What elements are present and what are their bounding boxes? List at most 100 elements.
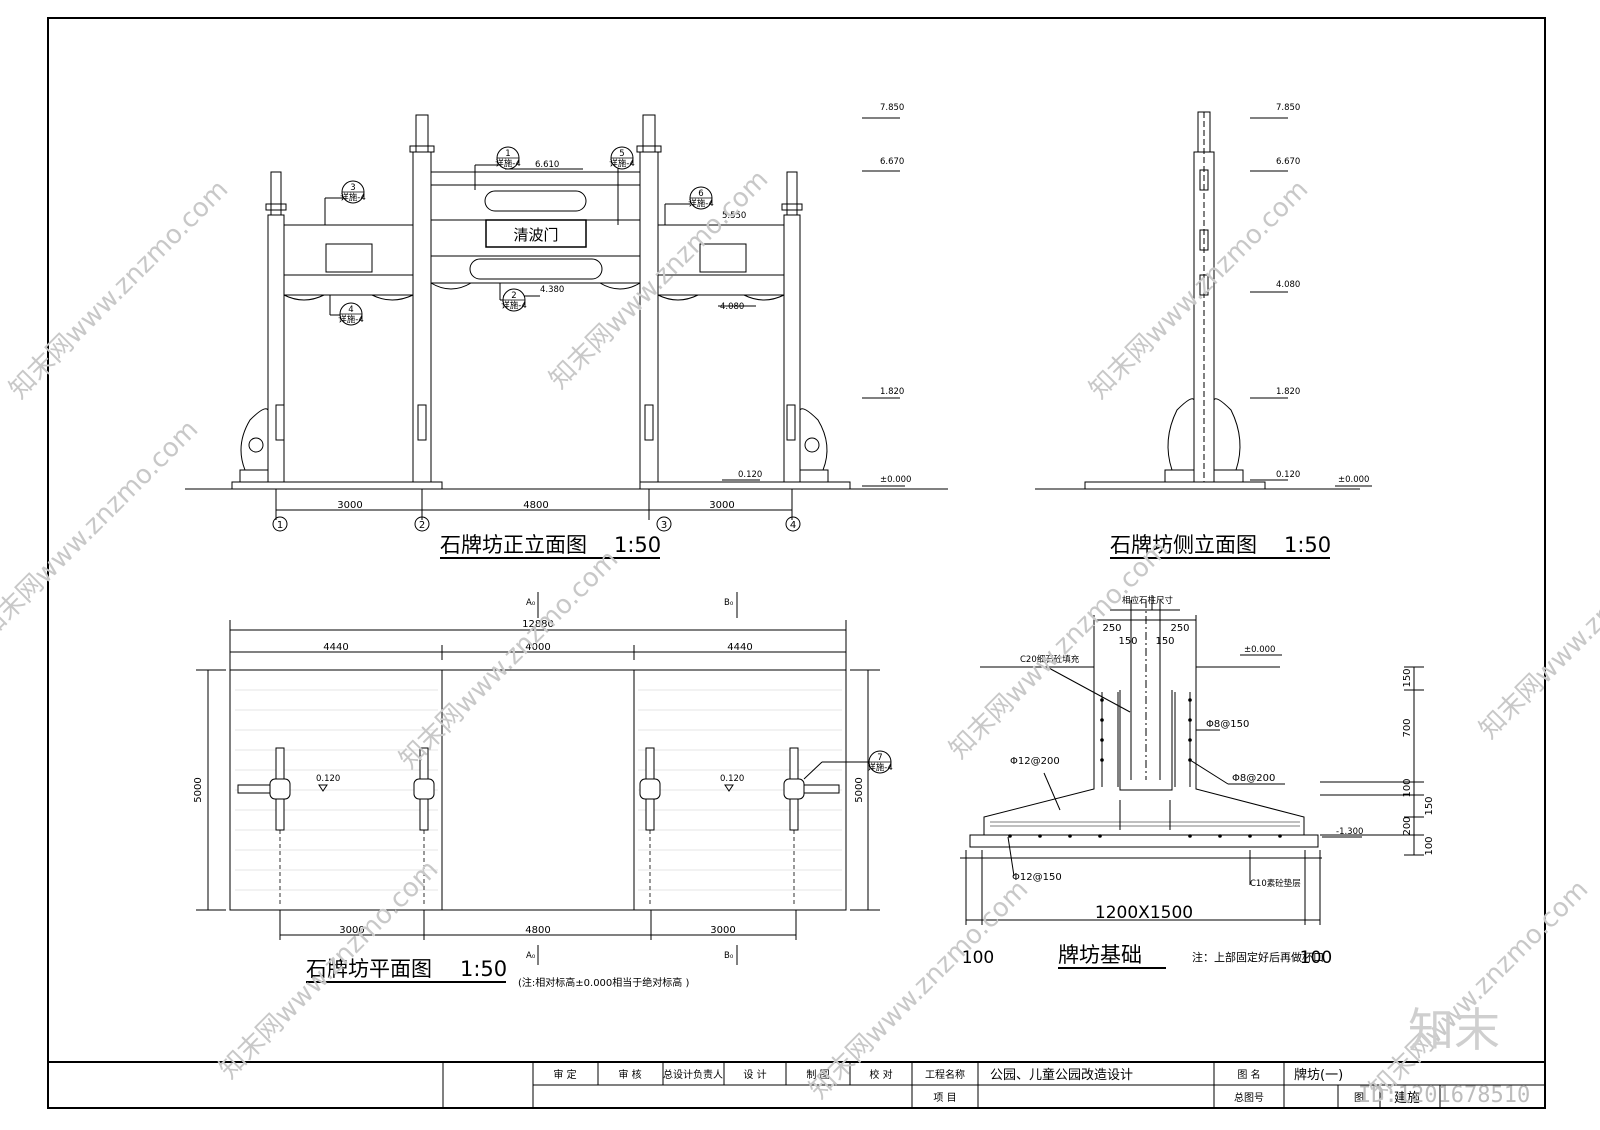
side-level-1820: 1.820 — [1276, 387, 1300, 397]
foundation-rebar-2: Φ8@200 — [1232, 773, 1275, 784]
column-3 — [636, 114, 662, 483]
front-span-2: 4800 — [523, 500, 548, 511]
front-elevation — [185, 114, 948, 532]
side-level-4080: 4.080 — [1276, 280, 1300, 290]
foundation-side-dim-2: 700 — [1402, 718, 1413, 737]
tb-project-value: 公园、儿童公园改造设计 — [990, 1067, 1133, 1083]
title-block — [48, 1061, 1545, 1108]
front-elevation-callout-dividers — [340, 157, 712, 315]
side-level-6670: 6.670 — [1276, 157, 1300, 167]
callout-1-num: 1 — [505, 149, 510, 159]
side-level-7850: 7.850 — [1276, 103, 1300, 113]
callout-4-num: 4 — [348, 305, 353, 315]
plan-view — [196, 592, 880, 965]
foundation-dim-250-right: 250 — [1170, 623, 1189, 634]
tb-role-3: 总设计负责人 — [663, 1068, 723, 1081]
front-level-7850: 7.850 — [880, 103, 904, 113]
axis-2: 2 — [419, 520, 425, 531]
tb-sheet-value: 建施 — [1394, 1091, 1420, 1106]
foundation-title: 牌坊基础 — [1058, 943, 1142, 967]
tb-role-5: 制 图 — [806, 1068, 829, 1081]
callout-5-ref: 详施-4 — [609, 158, 634, 169]
front-level-5550: 5.550 — [722, 211, 746, 221]
side-elevation-scale: 1:50 — [1284, 533, 1331, 557]
watermark-text-7: 知末网www.znzmo.com — [1474, 514, 1600, 745]
watermark-text-2: 知末网www.znzmo.com — [544, 164, 775, 395]
tb-role-2: 审 核 — [618, 1068, 641, 1081]
side-level-0120: 0.120 — [1276, 470, 1300, 480]
front-level-0120: 0.120 — [738, 470, 762, 480]
front-level-4380: 4.380 — [540, 285, 564, 295]
drawing-frame — [47, 17, 1546, 1109]
tb-role-6: 校 对 — [869, 1068, 892, 1081]
plan-note: (注:相对标高±0.000相当于绝对标高 ) — [518, 976, 689, 989]
plan-span-1: 3000 — [339, 925, 364, 936]
callout-4-ref: 详施-4 — [338, 314, 363, 325]
plan-seg-2: 4000 — [525, 642, 550, 653]
tb-project-label: 工程名称 — [925, 1068, 965, 1081]
foundation-cushion: C10素砼垫层 — [1250, 878, 1301, 889]
plan-seg-1: 4440 — [323, 642, 348, 653]
foundation-zero-level: ±0.000 — [1244, 645, 1275, 655]
tb-drawing-name-label: 图 名 — [1237, 1068, 1260, 1081]
plan-scale: 1:50 — [460, 957, 507, 981]
plan-section-mark-b-top: B₀ — [724, 598, 734, 608]
foundation-dim-150-right: 150 — [1155, 636, 1174, 647]
axis-4: 4 — [790, 520, 796, 531]
column-1 — [265, 171, 287, 483]
callout-3-ref: 详施-4 — [340, 192, 365, 203]
watermark-logo: 知末 — [1408, 1003, 1500, 1057]
tb-drawing-name-value: 牌坊(一) — [1294, 1067, 1343, 1083]
foundation-size: 1200X1500 — [1095, 903, 1193, 923]
foundation-bottom-level: -1.300 — [1336, 827, 1363, 837]
foundation-side-dim-3: 100 — [1402, 778, 1413, 797]
foundation-dim-150-left: 150 — [1118, 636, 1137, 647]
foundation-bottom-dim-left: 100 — [962, 948, 994, 968]
callout-2-num: 2 — [511, 291, 516, 301]
foundation-fill-note: C20细石砼填充 — [1020, 654, 1080, 665]
callout-2-ref: 详施-4 — [501, 300, 526, 311]
foundation-side-dim-1: 150 — [1402, 668, 1413, 687]
plan-span-3: 3000 — [710, 925, 735, 936]
plan-total-dim: 12880 — [522, 619, 554, 630]
plan-level-right: 0.120 — [720, 774, 744, 784]
callout-3-num: 3 — [350, 183, 355, 193]
plan-paving — [235, 689, 842, 891]
front-level-zero: ±0.000 — [880, 475, 911, 485]
plan-section-mark-a-top: A₀ — [526, 598, 536, 608]
plan-seg-3: 4440 — [727, 642, 752, 653]
foundation-bottom-dim-right: 100 — [1300, 948, 1332, 968]
front-level-4080: 4.080 — [720, 302, 744, 312]
tb-total-no-label: 总图号 — [1234, 1091, 1264, 1104]
foundation-note: 注：上部固定好后再做杯口 — [1192, 950, 1324, 964]
foundation-rebar-dots — [1008, 698, 1282, 838]
side-elevation-title: 石牌坊侧立面图 — [1110, 533, 1257, 557]
tb-role-1: 审 定 — [553, 1068, 576, 1081]
watermark-text-10: 知末网www.znzmo.com — [1364, 874, 1595, 1105]
front-level-1820: 1.820 — [880, 387, 904, 397]
callout-5-num: 5 — [619, 149, 624, 159]
callout-1-ref: 详施-4 — [495, 158, 520, 169]
foundation-dim-250-left: 250 — [1102, 623, 1121, 634]
foundation-rebar-3: Φ12@200 — [1010, 756, 1060, 767]
foundation-side-dim-4: 150 — [1424, 796, 1435, 815]
front-level-6610: 6.610 — [535, 160, 559, 170]
front-span-3: 3000 — [709, 500, 734, 511]
foundation-rebar-1: Φ8@150 — [1206, 719, 1249, 730]
column-2 — [409, 114, 435, 483]
foundation-section — [960, 595, 1424, 925]
plan-depth-left: 5000 — [193, 777, 204, 802]
callout-6-ref: 详施-4 — [688, 198, 713, 209]
watermark-text-5: 知末网www.znzmo.com — [394, 544, 625, 775]
plan-level-left: 0.120 — [316, 774, 340, 784]
side-elevation — [1035, 111, 1372, 490]
foundation-rebar-4: Φ12@150 — [1012, 872, 1062, 883]
plan-section-mark-a-bottom: A₀ — [526, 951, 536, 961]
callout-6-num: 6 — [698, 189, 703, 199]
watermark-text-6: 知末网www.znzmo.com — [944, 534, 1175, 765]
tb-item-label: 项 目 — [933, 1092, 956, 1104]
plan-title: 石牌坊平面图 — [306, 957, 432, 981]
plan-callout-ref: 详施-4 — [867, 762, 892, 773]
foundation-side-dim-6: 100 — [1424, 836, 1435, 855]
